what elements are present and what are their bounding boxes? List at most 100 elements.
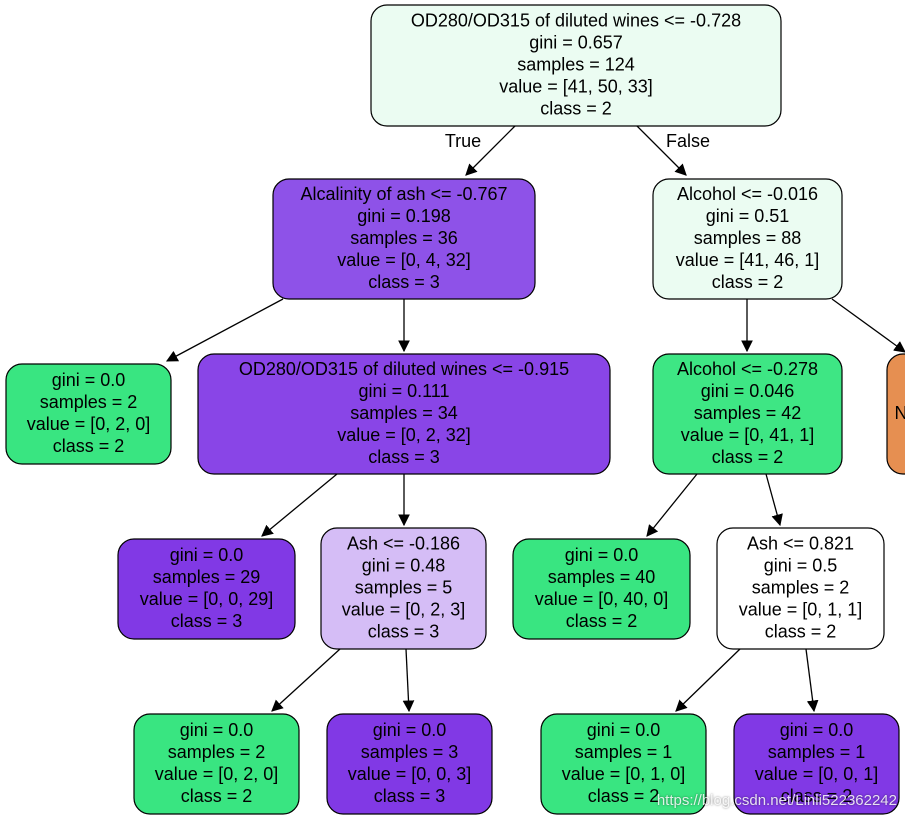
node-line: gini = 0.5 xyxy=(764,556,838,576)
node-line: samples = 1 xyxy=(768,742,866,762)
node-line: class = 3 xyxy=(368,622,440,642)
tree-node-n4: OD280/OD315 of diluted wines <= -0.915gi… xyxy=(197,353,611,475)
node-line: class = 3 xyxy=(374,786,446,806)
node-line: class = 3 xyxy=(368,272,440,292)
edge-n5-n9 xyxy=(646,473,698,537)
node-line: gini = 0.0 xyxy=(587,720,661,740)
node-line: value = [0, 0, 29] xyxy=(140,589,274,609)
node-line: N xyxy=(895,403,905,423)
node-line: value = [0, 1, 0] xyxy=(562,764,686,784)
node-line: class = 2 xyxy=(712,447,784,467)
node-line: value = [0, 0, 3] xyxy=(348,764,472,784)
node-line: class = 3 xyxy=(171,611,243,631)
edge-label-false: False xyxy=(666,131,710,151)
node-line: samples = 34 xyxy=(350,403,458,423)
node-line: Ash <= 0.821 xyxy=(747,534,854,554)
edge-arrow xyxy=(465,125,516,176)
node-line: OD280/OD315 of diluted wines <= -0.915 xyxy=(239,359,569,379)
edge-arrow xyxy=(271,648,341,712)
edge-arrow xyxy=(646,473,698,537)
node-line: OD280/OD315 of diluted wines <= -0.728 xyxy=(411,11,741,31)
node-line: Alcohol <= -0.016 xyxy=(677,184,818,204)
node-line: value = [41, 46, 1] xyxy=(676,250,820,270)
node-line: samples = 5 xyxy=(355,578,453,598)
node-line: value = [0, 1, 1] xyxy=(739,600,863,620)
edge-n8-n12 xyxy=(402,648,415,713)
node-box xyxy=(652,178,843,300)
edge-n2-n6 xyxy=(831,298,905,353)
edge-n10-n14 xyxy=(805,648,819,713)
node-line: value = [0, 0, 1] xyxy=(755,764,879,784)
node-line: class = 2 xyxy=(588,786,660,806)
node-line: class = 3 xyxy=(368,447,440,467)
node-line: gini = 0.0 xyxy=(780,720,854,740)
node-line: class = 2 xyxy=(540,99,612,119)
node-line: gini = 0.0 xyxy=(373,720,447,740)
node-line: class = 2 xyxy=(712,272,784,292)
node-line: value = [0, 2, 32] xyxy=(337,425,471,445)
edge-arrow xyxy=(675,648,741,712)
node-box xyxy=(326,713,493,815)
edge-n5-n10 xyxy=(765,473,783,527)
node-box xyxy=(652,353,843,475)
node-line: samples = 29 xyxy=(153,567,261,587)
node-line: class = 2 xyxy=(781,786,853,806)
edge-n0-n2: False xyxy=(636,125,710,176)
node-box xyxy=(320,527,487,650)
node-line: class = 2 xyxy=(181,786,253,806)
edge-n0-n1: True xyxy=(445,125,516,176)
node-line: gini = 0.111 xyxy=(359,381,450,401)
node-line: gini = 0.046 xyxy=(701,381,795,401)
node-line: samples = 2 xyxy=(40,392,138,412)
node-box xyxy=(272,178,536,300)
tree-node-n6: N xyxy=(886,353,905,475)
node-box xyxy=(133,713,300,815)
node-line: gini = 0.48 xyxy=(362,556,446,576)
node-line: value = [0, 2, 0] xyxy=(155,764,279,784)
node-box xyxy=(540,713,707,815)
node-box xyxy=(117,538,296,640)
edge-n8-n11 xyxy=(271,648,341,712)
node-line: samples = 3 xyxy=(361,742,459,762)
watermark-text: https://blog.csdn.net/Linli522362242 xyxy=(656,792,897,809)
edge-arrow xyxy=(402,648,415,713)
node-line: value = [0, 41, 1] xyxy=(681,425,815,445)
node-line: samples = 42 xyxy=(694,403,802,423)
node-line: gini = 0.0 xyxy=(565,545,639,565)
node-line: gini = 0.198 xyxy=(357,206,451,226)
node-line: gini = 0.0 xyxy=(52,370,126,390)
node-line: gini = 0.51 xyxy=(706,206,790,226)
tree-node-n0: OD280/OD315 of diluted wines <= -0.728gi… xyxy=(370,4,782,127)
node-line: Alcalinity of ash <= -0.767 xyxy=(300,184,507,204)
node-line: gini = 0.0 xyxy=(180,720,254,740)
node-line: samples = 40 xyxy=(548,567,656,587)
edge-arrow xyxy=(165,298,284,362)
node-box xyxy=(886,353,905,475)
node-box xyxy=(370,4,782,127)
node-box xyxy=(197,353,611,475)
edge-arrow xyxy=(765,473,783,527)
node-line: gini = 0.657 xyxy=(529,33,623,53)
node-line: value = [0, 2, 0] xyxy=(27,414,151,434)
node-line: Alcohol <= -0.278 xyxy=(677,359,818,379)
node-line: Ash <= -0.186 xyxy=(347,534,460,554)
node-box xyxy=(5,363,172,465)
edge-n4-n7 xyxy=(261,473,338,537)
node-line: samples = 2 xyxy=(752,578,850,598)
node-line: value = [0, 2, 3] xyxy=(342,600,466,620)
edge-arrow xyxy=(636,125,687,176)
edge-n1-n3 xyxy=(165,298,284,362)
node-box xyxy=(716,527,885,650)
